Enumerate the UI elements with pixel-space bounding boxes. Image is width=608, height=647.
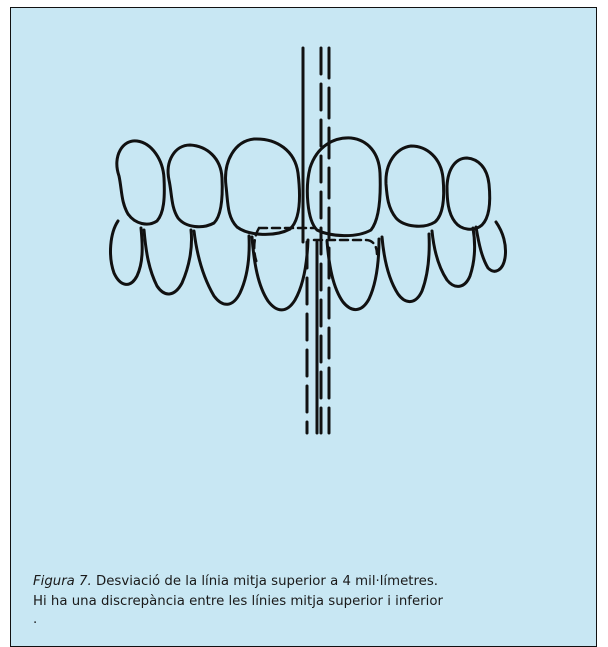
lower-tooth-4 bbox=[252, 237, 308, 310]
figure-caption: Figura 7. Desviació de la línia mitja su… bbox=[33, 572, 578, 628]
upper-tooth-4 bbox=[307, 138, 380, 236]
lower-tooth-1 bbox=[111, 221, 143, 284]
upper-tooth-6 bbox=[447, 158, 490, 229]
lower-tooth-6 bbox=[382, 234, 429, 302]
lower-tooth-5 bbox=[327, 239, 379, 310]
upper-tooth-2 bbox=[168, 145, 222, 227]
lower-tooth-3 bbox=[194, 231, 249, 304]
caption-line-3: . bbox=[33, 612, 578, 628]
lower-tooth-2 bbox=[144, 230, 192, 294]
lower-tooth-7 bbox=[432, 228, 475, 286]
figure-label: Figura 7. bbox=[33, 574, 92, 589]
caption-line-2: Hi ha una discrepància entre les línies … bbox=[33, 594, 443, 609]
lower-tooth-8 bbox=[476, 222, 506, 271]
caption-line-1: Desviació de la línia mitja superior a 4… bbox=[96, 574, 438, 589]
dental-midline-illustration bbox=[11, 8, 598, 478]
overlap-right bbox=[314, 240, 377, 254]
upper-tooth-5 bbox=[386, 146, 444, 226]
upper-tooth-1 bbox=[117, 141, 164, 224]
figure-panel: Figura 7. Desviació de la línia mitja su… bbox=[10, 7, 597, 647]
upper-tooth-3 bbox=[226, 139, 300, 234]
